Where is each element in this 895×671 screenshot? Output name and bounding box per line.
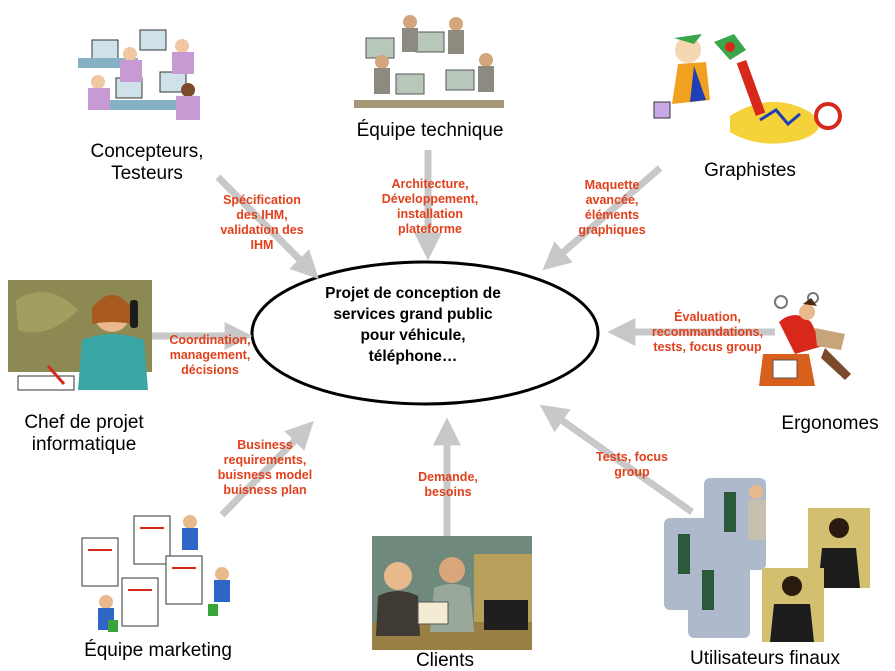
arrow-utilisateurs (539, 404, 695, 515)
center-title: Projet de conception de services grand p… (325, 285, 501, 365)
flow-demande: Demande, besoins (418, 470, 478, 499)
clients-clipart (372, 536, 532, 650)
actor-equipe-technique: Équipe technique (356, 120, 504, 141)
flow-maquette: Maquette avancée, éléments graphiques (578, 178, 646, 237)
arrow-concepteurs (215, 174, 319, 279)
flow-coordination: Coordination, management, décisions (169, 333, 251, 377)
end-users-clipart (664, 478, 870, 642)
ergonomists-clipart (759, 292, 851, 386)
arrow-marketing (219, 420, 314, 518)
marketing-team-clipart (81, 515, 230, 632)
flow-tests: Tests, focus group (595, 450, 668, 479)
project-manager-clipart (8, 280, 152, 400)
actor-ergonomes: Ergonomes (781, 413, 879, 434)
flow-specification: Spécification des IHM, validation des IH… (220, 193, 304, 252)
flow-business: Business requirements, buisness model bu… (217, 438, 313, 497)
actor-concepteurs-testeurs: Concepteurs, Testeurs (90, 141, 204, 184)
flow-evaluation: Évaluation, recommandations, tests, focu… (651, 310, 764, 354)
actor-utilisateurs-finaux: Utilisateurs finaux (690, 648, 840, 669)
actor-clients: Clients (415, 650, 475, 671)
flow-architecture: Architecture, Développement, installatio… (381, 177, 479, 236)
arrow-graphistes (542, 165, 663, 271)
actor-graphistes: Graphistes (704, 160, 796, 181)
technical-team-clipart (354, 15, 504, 108)
actor-chef-de-projet: Chef de projet informatique (24, 412, 144, 455)
graphic-designers-clipart (653, 34, 842, 144)
actor-equipe-marketing: Équipe marketing (84, 640, 232, 661)
designers-testers-clipart (78, 29, 200, 120)
